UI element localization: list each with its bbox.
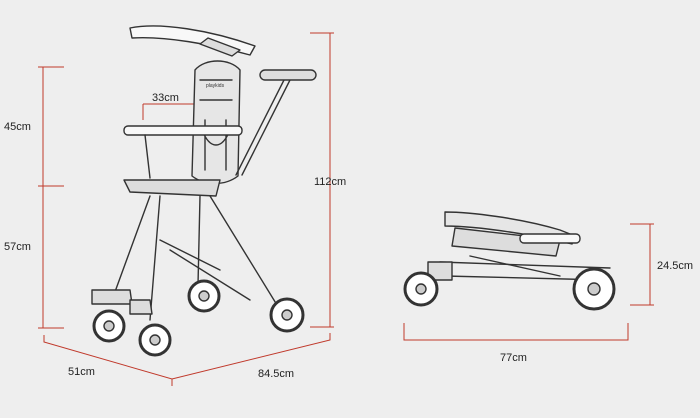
cross-brace-2 — [169, 249, 251, 301]
seat-padding — [199, 79, 233, 171]
front-caster-mount — [91, 289, 133, 305]
dimension-lines — [38, 32, 654, 386]
base-width-label: 51cm — [68, 366, 95, 378]
push-bar — [235, 79, 285, 176]
stroller-unfolded — [91, 25, 317, 357]
armrest-support — [144, 134, 151, 179]
rear-right-wheel — [269, 297, 305, 333]
folded-height-label: 24.5cm — [657, 260, 694, 272]
seat-height-lower-label: 57cm — [4, 241, 31, 253]
canopy-hinge — [199, 37, 241, 57]
rear-leg — [209, 195, 286, 319]
folded-frame-top — [439, 261, 611, 269]
folded-front-wheel — [403, 271, 439, 307]
seat-base — [123, 179, 221, 197]
cross-brace — [159, 239, 221, 271]
seat-width-label: 33cm — [152, 92, 179, 104]
folded-length-line — [403, 323, 629, 341]
folded-frame-diagonal — [469, 255, 561, 277]
push-bar-rear — [241, 79, 291, 176]
middle-leg — [197, 195, 201, 286]
rear-left-wheel — [187, 279, 221, 313]
stroller-folded — [403, 211, 616, 311]
total-height-label: 112cm — [314, 176, 347, 188]
handle-grip — [259, 69, 317, 81]
folded-rear-wheel — [572, 267, 616, 311]
folded-handle — [519, 233, 581, 244]
front-left-wheel — [92, 309, 126, 343]
seat-height-upper-label: 45cm — [4, 121, 31, 133]
front-leg-2 — [149, 195, 161, 321]
base-length-label: 84.5cm — [258, 368, 295, 380]
front-leg — [111, 195, 151, 301]
front-caster-mount-2 — [129, 299, 153, 315]
brand-mark: playkids — [206, 83, 225, 89]
folded-length-label: 77cm — [500, 352, 527, 364]
front-right-wheel — [138, 323, 172, 357]
armrest-bar — [123, 125, 243, 136]
